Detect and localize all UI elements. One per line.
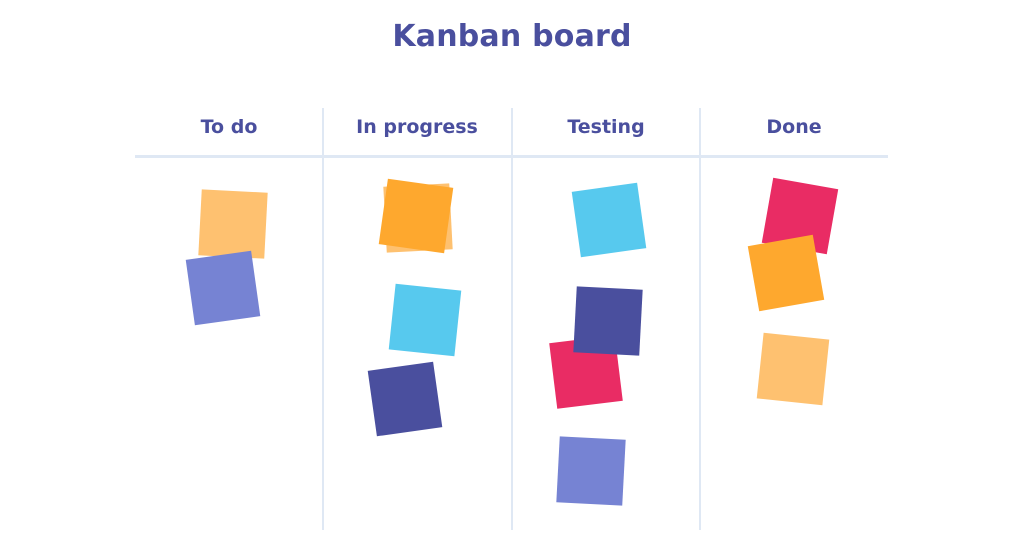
sticky-note-card[interactable] bbox=[573, 286, 643, 356]
column-header-in-progress: In progress bbox=[356, 116, 478, 138]
board-title: Kanban board bbox=[392, 19, 632, 54]
sticky-note-card[interactable] bbox=[185, 250, 261, 326]
sticky-note-card[interactable] bbox=[378, 178, 454, 254]
column-header-done: Done bbox=[766, 116, 822, 138]
column-header-testing: Testing bbox=[567, 116, 645, 138]
column-divider bbox=[699, 108, 701, 530]
sticky-note-card[interactable] bbox=[367, 361, 443, 437]
column-divider bbox=[511, 108, 513, 530]
sticky-note-card[interactable] bbox=[198, 189, 268, 259]
sticky-note-card[interactable] bbox=[388, 283, 462, 357]
column-header-todo: To do bbox=[200, 116, 258, 138]
sticky-note-card[interactable] bbox=[571, 182, 647, 258]
column-divider bbox=[322, 108, 324, 530]
sticky-note-card[interactable] bbox=[556, 436, 626, 506]
sticky-note-card[interactable] bbox=[756, 332, 830, 406]
sticky-note-card[interactable] bbox=[747, 234, 825, 312]
